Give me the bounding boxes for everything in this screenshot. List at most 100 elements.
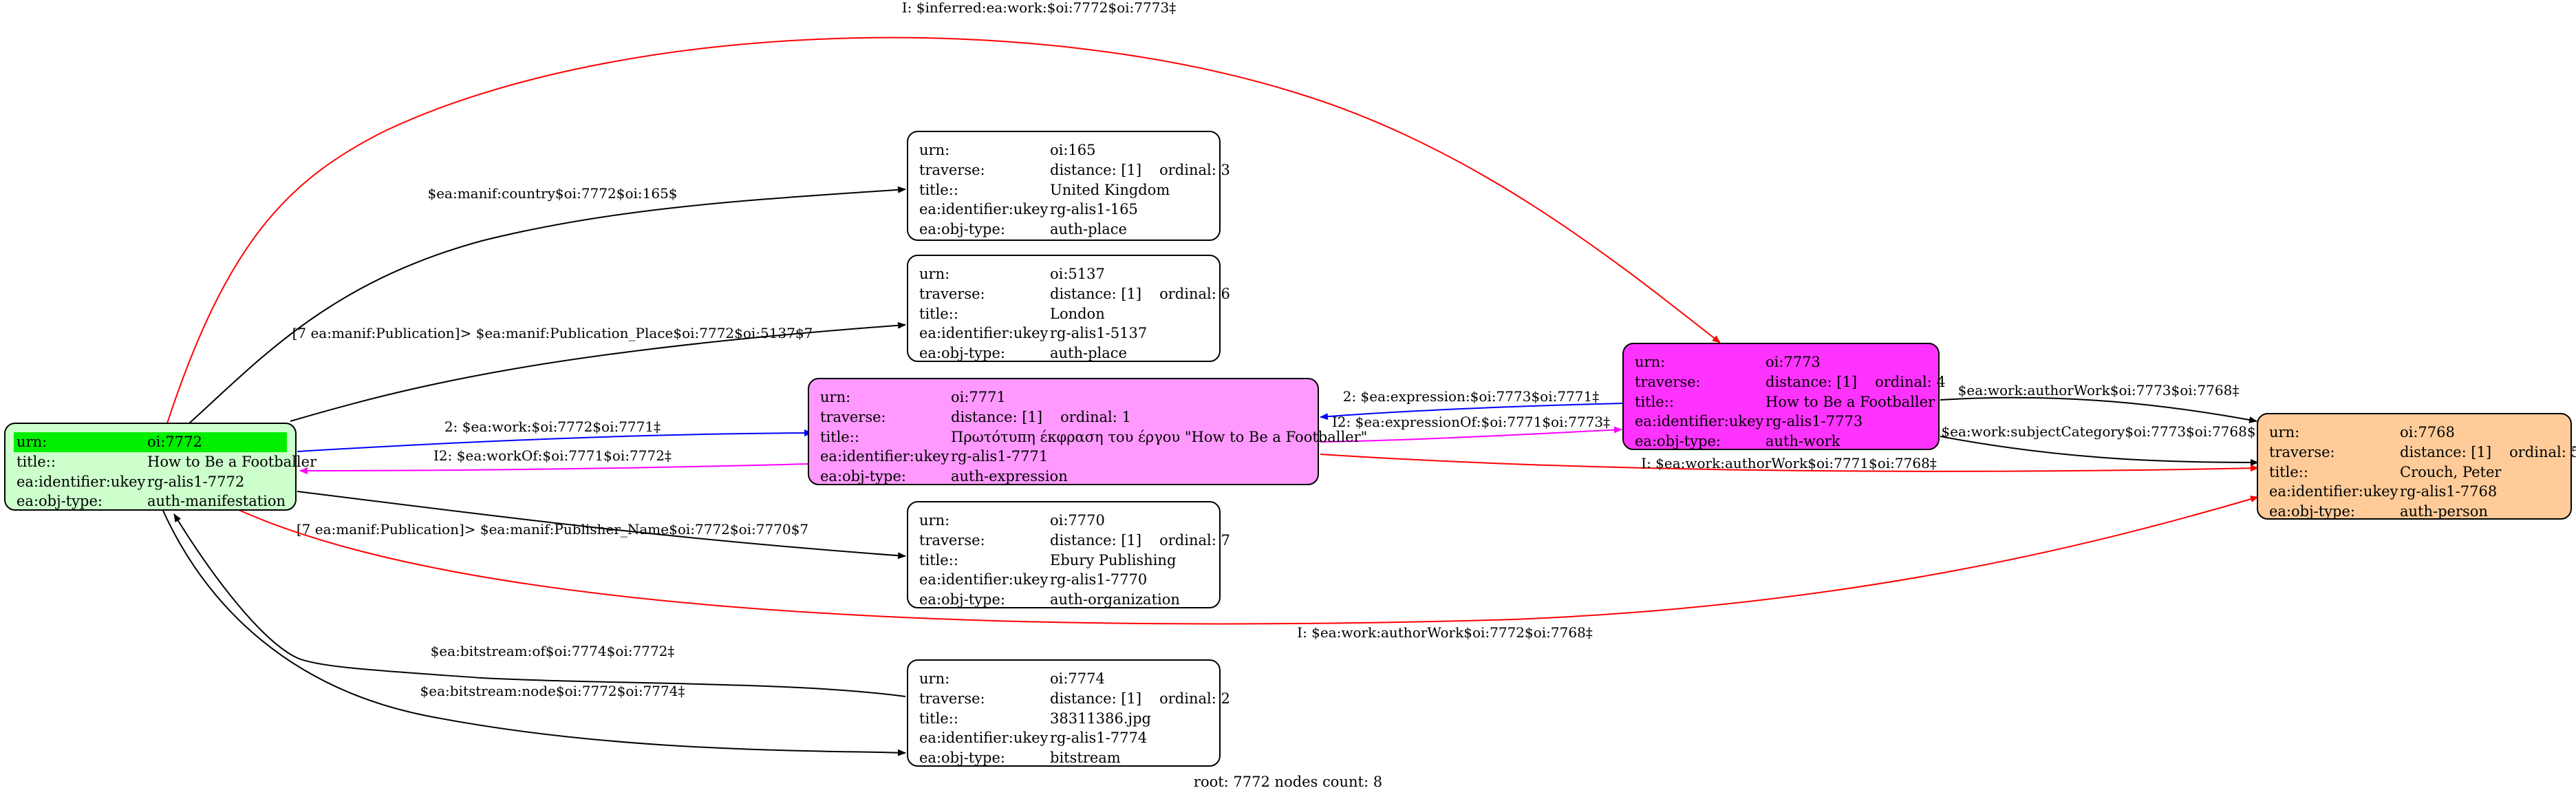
edge-inferred-work: [167, 36, 1721, 424]
edge-bitstream-node: [162, 510, 906, 756]
row-value: distance: [1]: [2400, 443, 2492, 460]
edge-manif-country: [189, 186, 906, 424]
row-value: distance: [1]: [1050, 531, 1142, 549]
edge-author-work-7771: [1320, 454, 2259, 472]
row-key: ea:obj-type:: [2269, 503, 2355, 520]
node-row: urn: oi:7774: [916, 669, 1211, 689]
row-key: ea:identifier:ukey: [919, 325, 1049, 342]
edge-label-subject-category: $ea:work:subjectCategory$oi:7773$oi:7768…: [1941, 423, 2255, 440]
row-key: title::: [919, 181, 958, 198]
row-key: ea:identifier:ukey: [919, 201, 1049, 218]
row-value: Πρωτότυπη έκφραση του έργου "How to Be a…: [951, 428, 1368, 445]
edge-label-inferred-work: I: $inferred:ea:work:$oi:7772$oi:7773‡: [902, 0, 1176, 16]
row-value: oi:5137: [1050, 266, 1105, 282]
edge-label-author-work-7771: I: $ea:work:authorWork$oi:7771$oi:7768‡: [1641, 455, 1937, 471]
row-value: oi:7772: [147, 432, 287, 452]
edge-label-expression-of: I2: $ea:expressionOf:$oi:7771$oi:7773‡: [1332, 414, 1610, 430]
node-row: urn:oi:7770: [916, 511, 1211, 531]
node-row: ea:obj-type:auth-manifestation: [14, 491, 287, 511]
node-row: traverse: distance: [1] ordinal: 2: [916, 689, 1230, 709]
node-row: ea:obj-type: auth-person: [2266, 502, 2562, 522]
edge-label-manif-work: 2: $ea:work:$oi:7772$oi:7771‡: [444, 418, 661, 435]
row-value: rg-alis1-7774: [1050, 730, 1148, 747]
row-value: auth-person: [2400, 503, 2488, 520]
row-value: oi:165: [1050, 142, 1096, 158]
node-row: title::United Kingdom: [916, 180, 1211, 200]
node-row: ea:obj-type:auth-work: [1632, 432, 1930, 451]
row-key: urn:: [919, 266, 950, 282]
row-key: title::: [919, 710, 958, 727]
node-row: title::Crouch, Peter: [2266, 463, 2562, 482]
row-value: Crouch, Peter: [2400, 463, 2502, 480]
row-key: title::: [820, 428, 859, 445]
row-key: traverse:: [919, 690, 985, 707]
edge-author-work-7773: [1940, 396, 2257, 423]
node-row: traverse:distance: [1]ordinal: 3: [916, 160, 1230, 180]
node-row: title::38311386.jpg: [916, 709, 1211, 729]
row-value: oi:7770: [1050, 512, 1105, 529]
row-value: bitstream: [1050, 750, 1121, 767]
row-ordinal: ordinal: 5: [2509, 443, 2576, 460]
edge-work-of: [299, 463, 810, 474]
edge-label-manif-country: $ea:manif:country$oi:7772$oi:165$: [427, 185, 677, 202]
row-value: oi:7774: [1050, 670, 1105, 687]
edge-label-work-of: I2: $ea:workOf:$oi:7771$oi:7772‡: [433, 447, 672, 464]
row-ordinal: ordinal: 2: [1159, 690, 1230, 707]
node-row: urn:oi:7771: [817, 387, 1309, 407]
row-key: ea:identifier:ukey: [919, 730, 1049, 747]
row-key: urn:: [1635, 354, 1666, 370]
row-key: urn:: [2269, 424, 2300, 440]
node-row: ea:obj-type:auth-expression: [817, 467, 1309, 487]
row-key: ea:obj-type:: [820, 468, 906, 485]
row-key: traverse:: [919, 531, 985, 549]
node-row: ea:obj-type:auth-place: [916, 220, 1211, 240]
node-row: ea:obj-type:auth-place: [916, 343, 1211, 363]
row-key: ea:identifier:ukey: [1635, 413, 1764, 430]
node-row: ea:obj-type:auth-organization: [916, 590, 1211, 610]
node-row: title::How to Be a Footballer: [14, 452, 316, 472]
node-row: title::Πρωτότυπη έκφραση του έργου "How …: [817, 427, 1367, 447]
node-row: traverse:distance: [1]ordinal: 1: [817, 407, 1309, 427]
row-key: ea:obj-type:: [17, 493, 103, 510]
row-key: urn:: [919, 670, 950, 687]
row-ordinal: ordinal: 3: [1159, 161, 1230, 178]
edge-label-publication-place: [7 ea:manif:Publication]> $ea:manif:Publ…: [292, 325, 813, 341]
row-value: How to Be a Footballer: [1765, 393, 1935, 410]
edge-label-work-expression: 2: $ea:expression:$oi:7773$oi:7771‡: [1343, 388, 1600, 405]
row-key: traverse:: [919, 285, 985, 302]
row-key: traverse:: [1635, 373, 1701, 390]
row-key: urn:: [919, 142, 950, 158]
row-key: ea:obj-type:: [919, 750, 1005, 767]
edge-publication-place: [290, 321, 906, 422]
row-ordinal: ordinal: 4: [1875, 373, 1946, 390]
row-key: ea:identifier:ukey: [820, 448, 949, 465]
row-value: distance: [1]: [1050, 161, 1142, 178]
row-value: distance: [1]: [1050, 690, 1142, 707]
edge-label-bitstream-node: $ea:bitstream:node$oi:7772$oi:7774‡: [420, 683, 685, 699]
node-row: urn: oi:5137: [916, 264, 1211, 284]
footer-summary: root: 7772 nodes count: 8: [1193, 774, 1383, 790]
node-7774[interactable]: urn: oi:7774 traverse: distance: [1] ordinal…: [907, 659, 1230, 767]
node-row: urn: oi:7773: [1632, 352, 1930, 372]
row-key: ea:obj-type:: [919, 221, 1005, 238]
row-value: oi:7773: [1765, 354, 1821, 370]
row-value: rg-alis1-165: [1050, 201, 1138, 218]
row-value: United Kingdom: [1050, 181, 1170, 198]
row-value: rg-alis1-7768: [2400, 483, 2498, 500]
edge-subject-category: [1940, 436, 2259, 466]
row-key: urn:: [14, 432, 147, 452]
row-key: ea:identifier:ukey: [2269, 483, 2398, 500]
row-key: ea:obj-type:: [919, 591, 1005, 608]
